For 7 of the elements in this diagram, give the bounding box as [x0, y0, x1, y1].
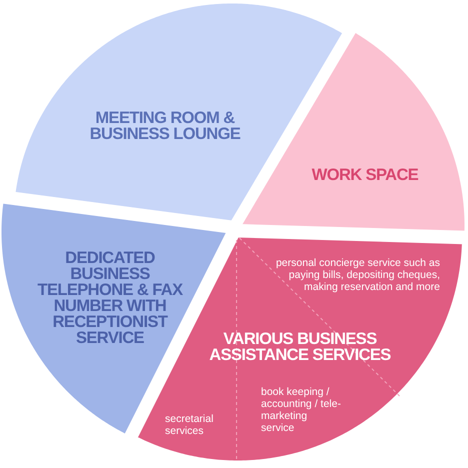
slice-note: personal concierge service such as paying bills, depositing cheques, making reservation and more [274, 257, 440, 293]
slice-heading: VARIOUS BUSINESS ASSISTANCE SERVICES [208, 331, 392, 363]
slice-heading: WORK SPACE [310, 166, 420, 183]
slice-heading: MEETING ROOM & BUSINESS LOUNGE [88, 110, 242, 142]
slice-note: book keeping / accounting / tele-marketing service [260, 386, 341, 434]
slice-note: secretarial services [164, 413, 214, 437]
slice-heading: DEDICATED BUSINESS TELEPHONE & FAX NUMBER WITH RECEPTIONIST SERVICE [36, 250, 184, 346]
